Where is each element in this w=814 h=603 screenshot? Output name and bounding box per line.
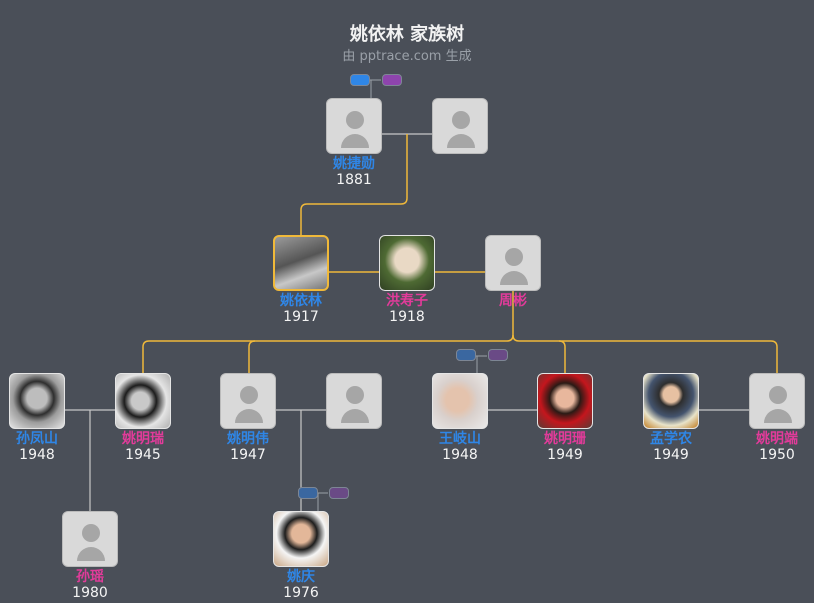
person-icon-body	[341, 409, 369, 423]
person-node-sun-fengshan[interactable]: 孙凤山 1948	[0, 373, 90, 463]
person-icon	[452, 111, 470, 129]
expand-mother-toggle[interactable]	[329, 487, 349, 499]
person-icon-body	[77, 547, 105, 561]
person-name: 周彬	[499, 293, 527, 309]
person-year: 1976	[283, 585, 319, 601]
person-name: 姚捷勋	[333, 156, 375, 172]
page-subtitle: 由 pptrace.com 生成	[342, 49, 472, 64]
person-photo[interactable]	[643, 373, 699, 429]
person-node-hong-shouzi[interactable]: 洪寿子 1918	[354, 235, 460, 325]
person-name: 姚明珊	[544, 431, 586, 447]
person-photo[interactable]	[379, 235, 435, 291]
person-name: 姚明端	[756, 431, 798, 447]
person-name: 孙凤山	[16, 431, 58, 447]
person-year: 1917	[283, 309, 319, 325]
person-name: 孙瑶	[76, 569, 104, 585]
page-title: 姚依林 家族树	[349, 24, 465, 45]
person-node-yao-jiexun[interactable]: 姚捷勋 1881	[301, 98, 407, 188]
person-node-yao-mingshan[interactable]: 姚明珊 1949	[512, 373, 618, 463]
person-year: 1950	[759, 447, 795, 463]
person-year: 1918	[389, 309, 425, 325]
person-node-sun-yao[interactable]: 孙瑶 1980	[37, 511, 143, 601]
person-icon	[240, 386, 258, 404]
person-name: 姚明伟	[227, 431, 269, 447]
person-icon	[346, 386, 364, 404]
person-icon-body	[341, 134, 369, 148]
person-year: 1980	[72, 585, 108, 601]
avatar-placeholder[interactable]	[432, 98, 488, 154]
expand-mother-toggle[interactable]	[382, 74, 402, 86]
person-photo[interactable]	[432, 373, 488, 429]
person-year: 1949	[653, 447, 689, 463]
avatar-placeholder[interactable]	[220, 373, 276, 429]
person-year: 1948	[19, 447, 55, 463]
person-icon-body	[447, 134, 475, 148]
person-icon-body	[500, 271, 528, 285]
person-node-yao-qing[interactable]: 姚庆 1976	[248, 511, 354, 601]
person-icon-body	[764, 409, 792, 423]
person-photo[interactable]	[115, 373, 171, 429]
person-year: 1881	[336, 172, 372, 188]
person-year: 1945	[125, 447, 161, 463]
person-node-yao-mingwei[interactable]: 姚明伟 1947	[195, 373, 301, 463]
person-name: 洪寿子	[386, 293, 428, 309]
person-icon	[346, 111, 364, 129]
person-node-spouse[interactable]	[301, 373, 407, 429]
person-name: 姚依林	[280, 293, 322, 309]
person-photo[interactable]	[273, 235, 329, 291]
person-photo[interactable]	[537, 373, 593, 429]
person-year: 1949	[547, 447, 583, 463]
person-icon	[769, 386, 787, 404]
person-node-yao-yilin[interactable]: 姚依林 1917	[248, 235, 354, 325]
person-node-wang-qishan[interactable]: 王岐山 1948	[407, 373, 513, 463]
person-node-spouse[interactable]	[407, 98, 513, 154]
person-node-yao-mingrui[interactable]: 姚明瑞 1945	[90, 373, 196, 463]
expand-father-toggle[interactable]	[456, 349, 476, 361]
person-name: 姚庆	[287, 569, 315, 585]
expand-mother-toggle[interactable]	[488, 349, 508, 361]
avatar-placeholder[interactable]	[485, 235, 541, 291]
expand-father-toggle[interactable]	[298, 487, 318, 499]
person-name: 孟学农	[650, 431, 692, 447]
person-year: 1947	[230, 447, 266, 463]
person-node-zhou-bin[interactable]: 周彬	[460, 235, 566, 309]
person-icon-body	[235, 409, 263, 423]
avatar-placeholder[interactable]	[749, 373, 805, 429]
avatar-placeholder[interactable]	[326, 98, 382, 154]
person-photo[interactable]	[273, 511, 329, 567]
person-node-meng-xuenong[interactable]: 孟学农 1949	[618, 373, 724, 463]
person-icon	[82, 524, 100, 542]
person-photo[interactable]	[9, 373, 65, 429]
person-icon	[505, 248, 523, 266]
avatar-placeholder[interactable]	[326, 373, 382, 429]
person-name: 姚明瑞	[122, 431, 164, 447]
person-name: 王岐山	[439, 431, 481, 447]
person-node-yao-mingduan[interactable]: 姚明端 1950	[724, 373, 814, 463]
expand-father-toggle[interactable]	[350, 74, 370, 86]
person-year: 1948	[442, 447, 478, 463]
avatar-placeholder[interactable]	[62, 511, 118, 567]
